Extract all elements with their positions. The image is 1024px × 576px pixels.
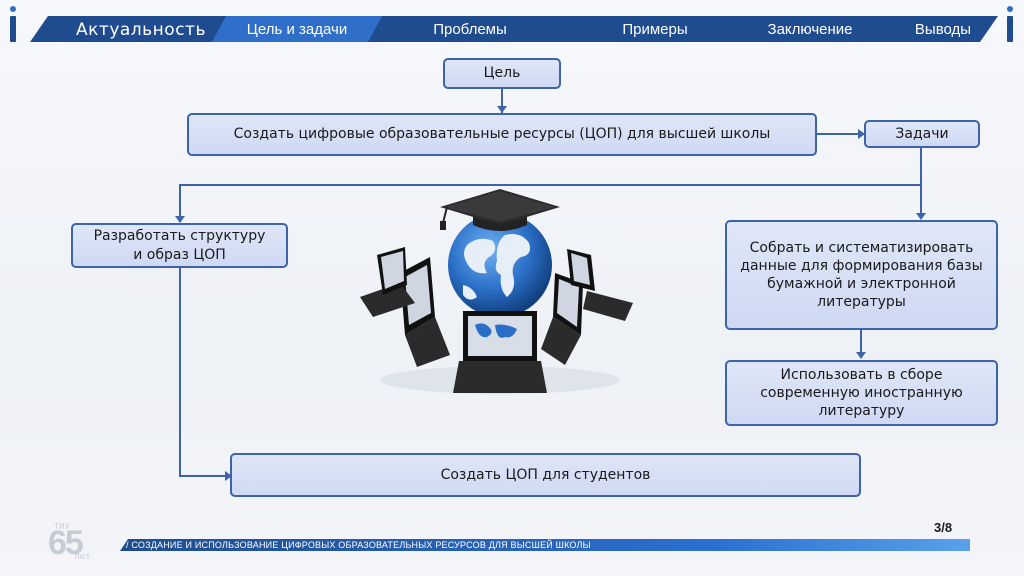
connector-left-down <box>179 184 181 222</box>
goal-text: Создать цифровые образовательные ресурсы… <box>233 126 771 143</box>
logo-suffix: лет <box>74 552 91 562</box>
task-foreign-text: Использовать в сборе современную иностра… <box>760 366 963 420</box>
connector-horizontal <box>179 184 922 186</box>
logo-small-text: ТИУ <box>54 522 70 531</box>
connector-right-down <box>920 184 922 218</box>
connector-to-result <box>179 475 229 477</box>
tasks-label: Задачи <box>895 125 949 142</box>
tab-findings[interactable]: Выводы <box>914 21 972 38</box>
tab-conclusion[interactable]: Заключение <box>767 21 853 38</box>
arrow-down-icon <box>175 216 185 223</box>
arrow-down-icon <box>497 106 507 113</box>
connector-goal-down <box>501 89 503 113</box>
tab-goals[interactable]: Цель и задачи <box>212 16 382 42</box>
page-number: 3/8 <box>934 520 953 535</box>
task-structure-box: Разработать структуру и образ ЦОП <box>71 223 288 268</box>
info-icon-right <box>1007 6 1013 42</box>
task-structure-text: Разработать структуру и образ ЦОП <box>93 228 266 263</box>
connector-goal-tasks <box>817 133 863 135</box>
footer-title: / СОЗДАНИЕ И ИСПОЛЬЗОВАНИЕ ЦИФРОВЫХ ОБРА… <box>126 540 591 550</box>
footer-bar <box>120 539 970 551</box>
task-collect-text: Собрать и систематизировать данные для ф… <box>740 239 983 311</box>
arrow-right-icon <box>225 471 232 481</box>
globe-graduation-cap-laptops-icon <box>360 189 633 394</box>
goal-label-box: Цель <box>443 58 561 89</box>
tasks-label-box: Задачи <box>864 120 980 148</box>
result-box: Создать ЦОП для студентов <box>230 453 861 497</box>
tab-examples[interactable]: Примеры <box>622 21 688 38</box>
info-icon-left <box>10 6 16 42</box>
connector-tasks-down <box>920 148 922 186</box>
logo-number: 65 <box>48 524 84 562</box>
arrow-right-icon <box>858 129 865 139</box>
tiu-65-logo: ТИУ 65 лет <box>48 520 108 566</box>
result-text: Создать ЦОП для студентов <box>440 466 651 483</box>
goal-box: Создать цифровые образовательные ресурсы… <box>187 113 817 156</box>
arrow-down-icon <box>916 213 926 220</box>
connector-left-result <box>179 268 181 477</box>
top-navigation: Актуальность Цель и задачи Проблемы Прим… <box>30 16 998 42</box>
connector-right-tasks <box>860 330 862 358</box>
task-collect-box: Собрать и систематизировать данные для ф… <box>725 220 998 330</box>
tab-relevance[interactable]: Актуальность <box>76 20 206 40</box>
arrow-down-icon <box>856 352 866 359</box>
goal-label: Цель <box>483 65 521 82</box>
task-foreign-box: Использовать в сборе современную иностра… <box>725 360 998 426</box>
tab-problems[interactable]: Проблемы <box>433 21 507 38</box>
